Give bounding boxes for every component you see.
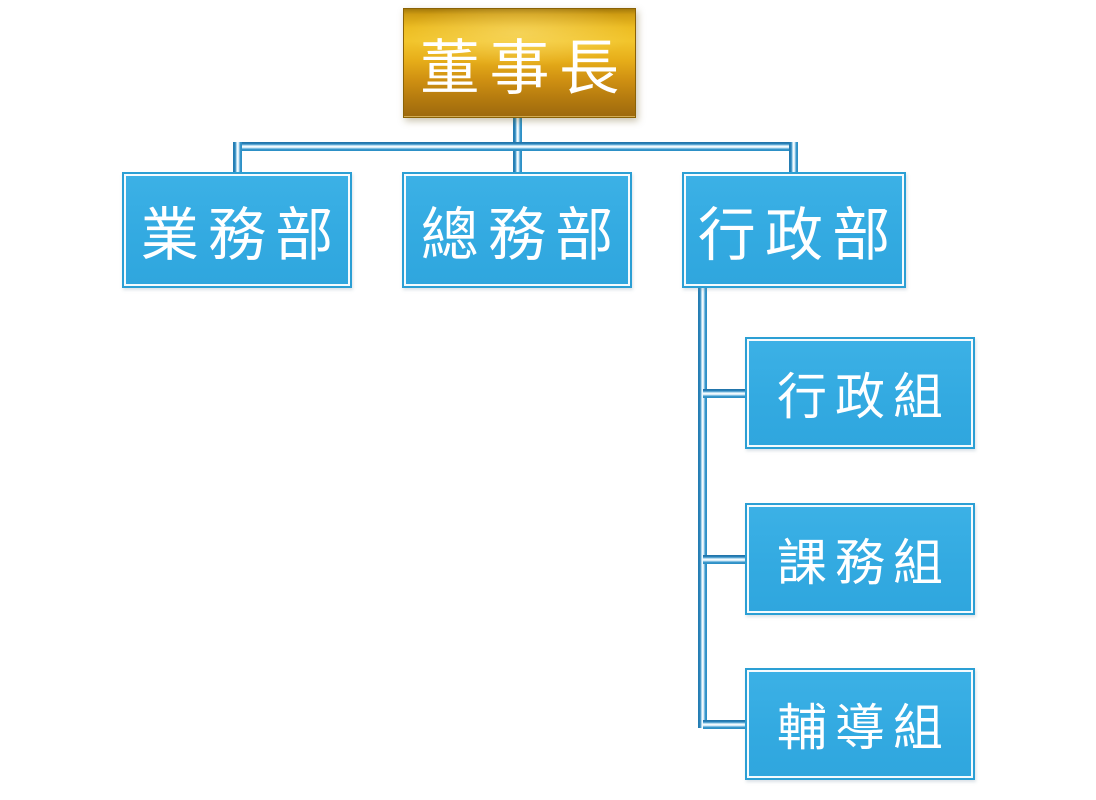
- node-administration-dept-label: 行政部: [697, 201, 900, 269]
- connector-admin-hanging: [698, 288, 707, 728]
- connector-drop-admin: [789, 142, 798, 172]
- node-counseling-group-label: 輔導組: [777, 699, 951, 757]
- node-counseling-group: 輔導組: [745, 668, 975, 780]
- node-chairman-label: 董事長: [419, 33, 629, 104]
- node-sales-dept: 業務部: [122, 172, 352, 288]
- connector-stub-curriculum-group: [703, 555, 749, 564]
- node-general-affairs-dept-label: 總務部: [420, 201, 623, 269]
- connector-drop-sales: [233, 142, 242, 172]
- node-curriculum-group-label: 課務組: [777, 534, 951, 592]
- node-administration-group: 行政組: [745, 337, 975, 449]
- node-administration-dept: 行政部: [682, 172, 906, 288]
- node-administration-group-label: 行政組: [777, 368, 951, 426]
- node-chairman: 董事長: [403, 8, 636, 118]
- node-sales-dept-label: 業務部: [140, 201, 343, 269]
- node-curriculum-group: 課務組: [745, 503, 975, 615]
- connector-stub-admin-group: [703, 389, 749, 398]
- connector-level2-horizontal: [233, 142, 798, 151]
- connector-stub-counseling-group: [703, 720, 749, 729]
- node-general-affairs-dept: 總務部: [402, 172, 632, 288]
